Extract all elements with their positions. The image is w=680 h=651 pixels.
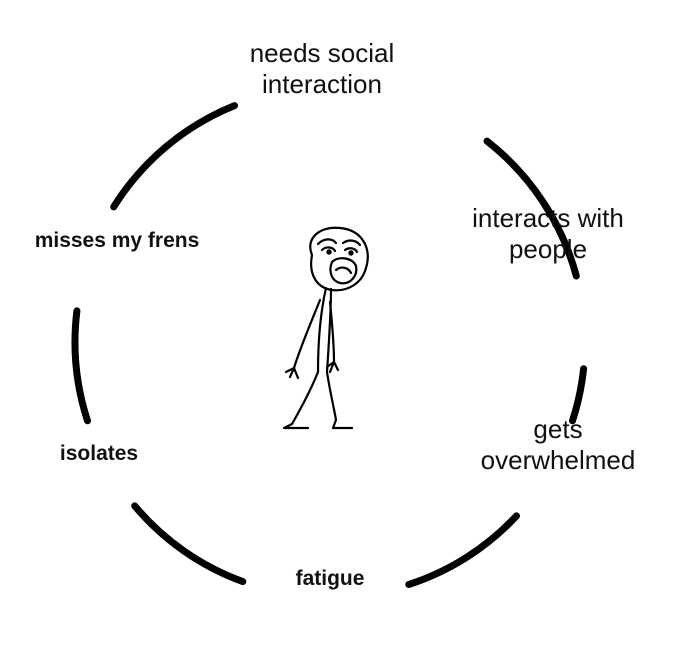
arc-interacts-to-gets	[569, 365, 588, 425]
step-needs-social-interaction: needs social interaction	[249, 38, 395, 100]
step-gets-overwhelmed: gets overwhelmed	[480, 414, 636, 476]
arc-isolates-to-misses	[71, 307, 91, 425]
arc-misses-to-needs	[110, 102, 238, 211]
step-interacts-with-people: interacts with people	[472, 203, 624, 265]
stick-figure-icon	[282, 226, 369, 430]
step-fatigue: fatigue	[295, 567, 365, 590]
arc-gets-to-fatigue	[405, 512, 520, 588]
step-misses-my-frens: misses my frens	[34, 229, 200, 252]
step-isolates: isolates	[59, 442, 139, 465]
arc-needs-to-interacts	[483, 137, 580, 280]
arc-fatigue-to-isolates	[131, 502, 247, 586]
